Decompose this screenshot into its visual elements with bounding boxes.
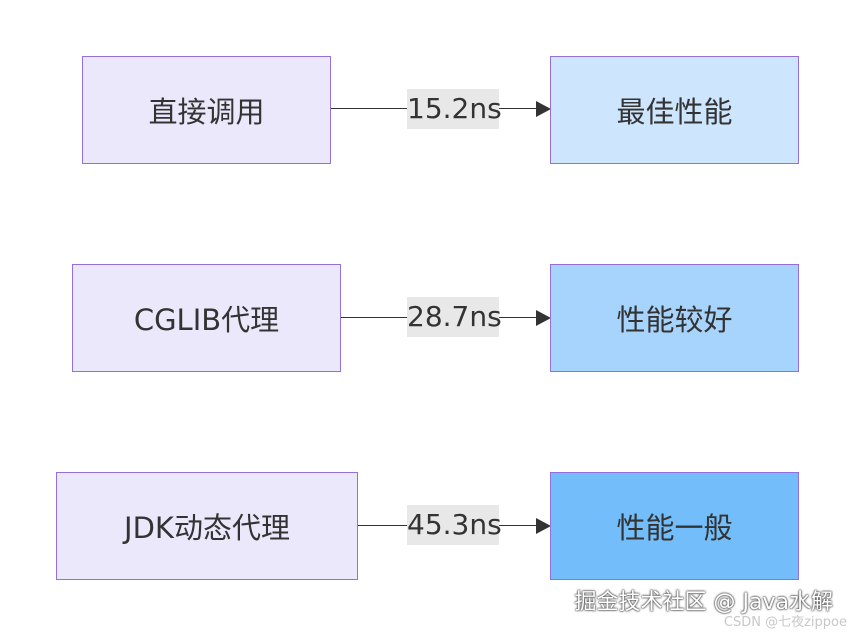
target-node-label: 性能较好 <box>616 303 733 337</box>
target-node-best-performance: 最佳性能 <box>550 56 799 164</box>
target-node-label: 最佳性能 <box>616 95 733 129</box>
source-node-jdk-dynamic-proxy: JDK动态代理 <box>56 472 358 580</box>
edge-label: 45.3ns <box>407 505 502 545</box>
source-node-direct-call: 直接调用 <box>82 56 331 164</box>
target-node-label: 性能一般 <box>616 511 733 545</box>
edge-label: 28.7ns <box>407 297 502 337</box>
source-node-label: JDK动态代理 <box>124 511 290 545</box>
target-node-average-performance: 性能一般 <box>550 472 799 580</box>
watermark-sub: CSDN @七夜zippoe <box>723 615 847 630</box>
arrowhead-icon <box>536 101 551 117</box>
target-node-good-performance: 性能较好 <box>550 264 799 372</box>
source-node-cglib-proxy: CGLIB代理 <box>72 264 341 372</box>
source-node-label: 直接调用 <box>148 95 265 129</box>
arrowhead-icon <box>536 310 551 326</box>
source-node-label: CGLIB代理 <box>133 303 280 337</box>
watermark-main: 掘金技术社区 @ Java水解 <box>574 590 833 615</box>
edge-label: 15.2ns <box>407 89 502 129</box>
arrowhead-icon <box>536 518 551 534</box>
